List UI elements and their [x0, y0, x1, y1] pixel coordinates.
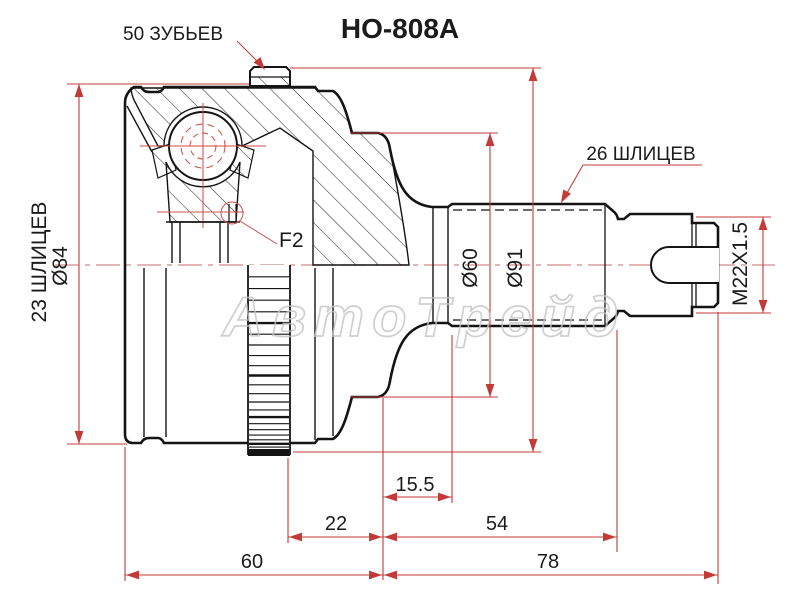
boot-seat-diameter-label: Ø60: [459, 248, 482, 288]
abs-ring-side: [247, 265, 291, 456]
detail-label: F2: [279, 229, 304, 252]
body-diameter-label: Ø84: [49, 246, 72, 286]
detail-callout: [157, 201, 278, 245]
dim-60: 60: [241, 551, 263, 573]
dim-15-5: 15.5: [396, 474, 435, 496]
abs-ring-diameter-label: Ø91: [504, 248, 527, 288]
part-outline: [123, 66, 720, 456]
abs-teeth-label: 50 ЗУБЬЕВ: [123, 24, 223, 45]
dim-22: 22: [325, 513, 347, 535]
tip-slot: [650, 246, 719, 284]
shaft-details: [432, 204, 719, 326]
abs-ring-section: [249, 66, 291, 87]
title: HO-808A: [341, 13, 459, 44]
outer-splines-label: 26 ШЛИЦЕВ: [586, 144, 695, 165]
dim-78: 78: [537, 551, 559, 573]
dimension-lines: [67, 40, 771, 584]
dim-54: 54: [486, 513, 508, 535]
thread-spec-label: M22X1.5: [729, 222, 752, 306]
watermark: АвтоТрейд: [221, 285, 628, 348]
inner-splines-label: 23 ШЛИЦЕВ: [28, 202, 51, 323]
